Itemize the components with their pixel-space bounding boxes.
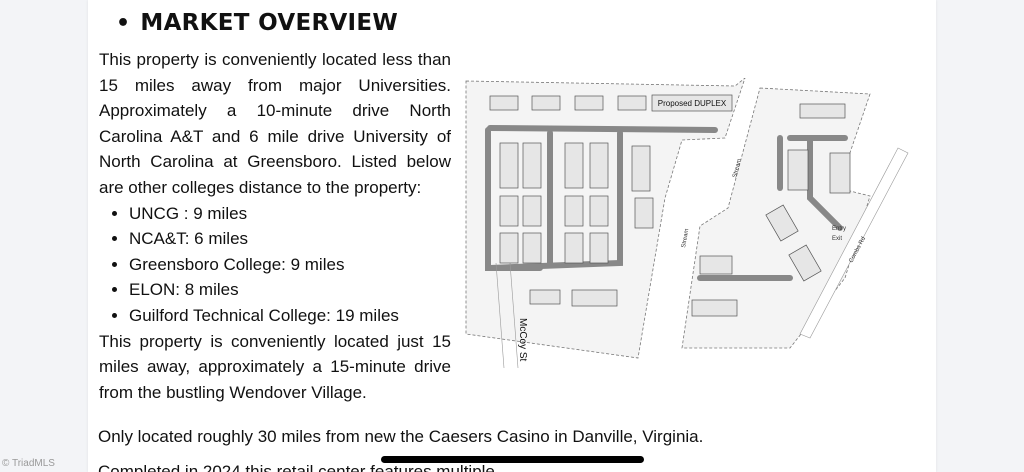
document-page: • MARKET OVERVIEW This property is conven… — [88, 0, 936, 472]
next-paragraph: Completed in 2024 this retail center fea… — [98, 462, 495, 472]
text-column: This property is conveniently located le… — [99, 47, 451, 405]
horizontal-scrollbar[interactable] — [381, 456, 644, 463]
watermark: © TriadMLS — [2, 458, 55, 469]
site-plan-image: Proposed DUPLEX Stream Stream McCoy St C… — [465, 78, 909, 369]
intro-paragraph: This property is conveniently located le… — [99, 50, 451, 197]
heading-text: MARKET OVERVIEW — [140, 10, 399, 36]
list-item: NCA&T: 6 miles — [129, 226, 451, 252]
bullet-icon: • — [116, 11, 131, 36]
road-left-label: McCoy St — [517, 318, 528, 362]
stream-label: Stream — [732, 158, 743, 178]
list-item: Greensboro College: 9 miles — [129, 252, 451, 278]
college-list: UNCG : 9 miles NCA&T: 6 miles Greensboro… — [99, 201, 451, 329]
entry-label: Entry — [832, 226, 846, 232]
casino-paragraph: Only located roughly 30 miles from new t… — [98, 427, 704, 446]
section-heading: • MARKET OVERVIEW — [116, 10, 398, 36]
list-item: Guilford Technical College: 19 miles — [129, 303, 451, 329]
building-label: Proposed DUPLEX — [658, 99, 727, 108]
list-item: ELON: 8 miles — [129, 277, 451, 303]
list-item: UNCG : 9 miles — [129, 201, 451, 227]
exit-label: Exit — [832, 236, 842, 242]
wendover-paragraph: This property is conveniently located ju… — [99, 331, 451, 402]
stream-label: Stream — [681, 228, 690, 248]
